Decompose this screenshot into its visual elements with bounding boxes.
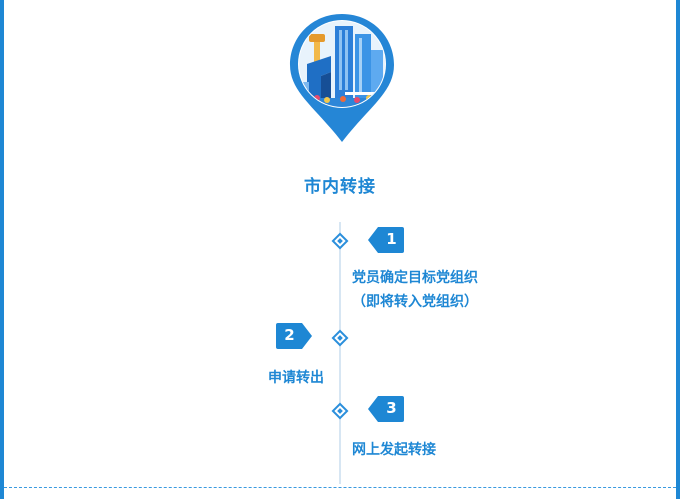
step-badge-1 [368,227,404,253]
page-title: 市内转接 [304,177,376,197]
city-location-pin-icon [290,14,394,142]
step-number-1: 1 [386,230,397,248]
step-3-text: 网上发起转接 [352,438,436,462]
step-2-line-1: 申请转出 [268,370,324,386]
step-2-text: 申请转出 [268,366,324,390]
step-badge-3 [368,396,404,422]
step-number-2: 2 [284,326,295,344]
step-1-line-1: 党员确定目标党组织 [352,270,478,286]
step-3-line-1: 网上发起转接 [352,442,436,458]
step-badge-2 [276,323,312,349]
timeline-line [339,222,341,484]
step-1-text: 党员确定目标党组织 （即将转入党组织） [352,266,478,314]
step-1-line-2: （即将转入党组织） [352,294,478,310]
step-number-3: 3 [386,399,397,417]
section-divider [4,487,676,488]
